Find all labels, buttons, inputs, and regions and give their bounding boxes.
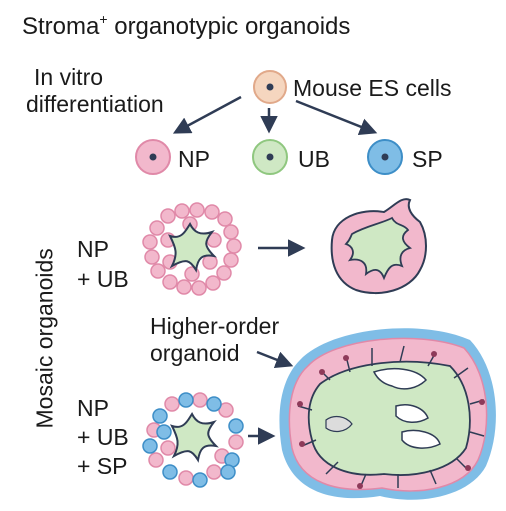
arrow-higher-order-label [256,350,294,369]
combo1-ub: + UB [77,266,129,292]
np-ub-sp-aggregate-icon [142,392,244,488]
ub-branch-shape [168,222,217,273]
sp-label: SP [412,146,443,172]
in-vitro-label-line1: In vitro [34,64,104,90]
ub-label: UB [298,146,330,172]
ub-cell-icon [252,139,288,175]
combo2-np: NP [77,395,109,421]
ub-branch-shape-2 [170,412,219,463]
mouse-es-cells-label: Mouse ES cells [293,75,452,101]
np-ub-organoid-icon [330,198,427,295]
higher-order-line2: organoid [150,340,240,366]
combo2-ub: + UB [77,424,129,450]
np-cell-icon [135,139,171,175]
mouse-es-cell-icon [253,70,287,104]
higher-order-organoid-icon [279,328,496,500]
sp-cell-icon [367,139,403,175]
higher-order-line1: Higher-order [150,313,280,339]
np-label: NP [178,146,210,172]
differentiation-arrows [172,95,378,135]
combo1-np: NP [77,236,109,262]
combo2-sp: + SP [77,453,128,479]
figure-title: Stroma+ organotypic organoids [22,11,351,40]
in-vitro-label-line2: differentiation [26,91,164,117]
